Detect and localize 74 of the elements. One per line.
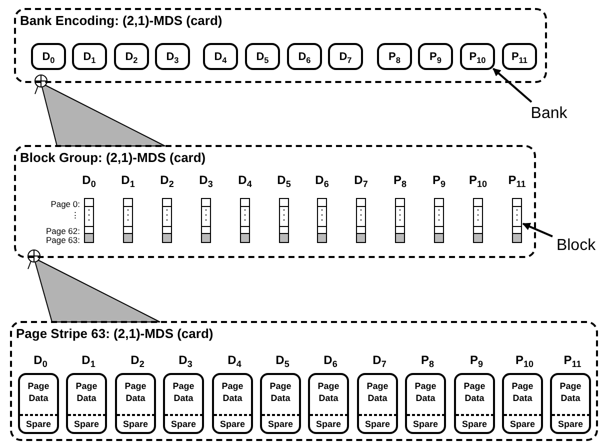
column-header: D$_{0}$ [32, 353, 48, 367]
bank-box: D$_{2}$ [114, 43, 149, 70]
bank-box: P$_{8}$ [377, 43, 412, 70]
column-header: D$_{3}$ [198, 173, 214, 187]
column-header: P$_{8}$ [420, 353, 436, 367]
spare-text: Spare [218, 418, 246, 430]
spare-text: Spare [314, 418, 342, 430]
page-data-text: Page Data [366, 380, 390, 404]
bank-box: D$_{3}$ [155, 43, 190, 70]
row-label: Page 0: [50, 199, 80, 209]
spare-text: Spare [412, 418, 439, 430]
spare-text: Spare [24, 418, 52, 430]
column-header: P$_{9}$ [431, 173, 447, 187]
column-header: P$_{11}$ [507, 173, 527, 187]
bank-box: P$_{9}$ [418, 43, 453, 70]
column-header: P$_{10}$ [468, 173, 488, 187]
arrow [492, 68, 532, 103]
column-header: D$_{6}$ [322, 353, 338, 367]
column-header: D$_{0}$ [81, 173, 97, 187]
column-header: D$_{1}$ [120, 173, 136, 187]
spare-text: Spare [266, 418, 294, 430]
page-data-text: Page Data [26, 380, 50, 404]
spare-text: Spare [72, 418, 100, 430]
page-data-text: Page Data [558, 380, 582, 404]
page-data-text: Page Data [510, 380, 534, 404]
page-data-text: Page Data [172, 380, 196, 404]
column-header: P$_{8}$ [392, 173, 408, 187]
bank-box: P$_{11}$ [502, 43, 537, 70]
spare-text: Spare [364, 418, 391, 430]
group-frame [14, 8, 547, 83]
column-header: D$_{4}$ [226, 353, 242, 367]
page-data-text: Page Data [316, 380, 340, 404]
column-header: D$_{4}$ [237, 173, 253, 187]
column-header: D$_{3}$ [178, 353, 194, 367]
column-header: D$_{5}$ [274, 353, 290, 367]
bank-box: D$_{5}$ [245, 43, 280, 70]
column-header: D$_{2}$ [159, 173, 175, 187]
group-frame [10, 321, 598, 441]
column-header: D$_{7}$ [353, 173, 369, 187]
page-data-text: Page Data [462, 380, 486, 404]
group-title: Page Stripe 63: (2,1)-MDS (card) [16, 326, 214, 341]
bank-box: P$_{10}$ [460, 43, 495, 70]
group-title: Bank Encoding: (2,1)-MDS (card) [20, 13, 222, 28]
spare-text: Spare [508, 418, 536, 430]
column-header: D$_{7}$ [372, 353, 388, 367]
column-header: D$_{6}$ [314, 173, 330, 187]
bank-box: D$_{4}$ [203, 43, 238, 70]
group-frame [14, 145, 536, 258]
column-header: P$_{10}$ [514, 353, 535, 367]
bank-box: D$_{7}$ [328, 43, 363, 70]
group-title: Block Group: (2,1)-MDS (card) [20, 150, 206, 165]
bank-box: D$_{1}$ [72, 43, 107, 70]
row-label: Page 62: [44, 226, 80, 236]
row-label: ⋮ [70, 210, 80, 220]
arrow [522, 222, 553, 238]
row-label: Page 63: [44, 235, 80, 245]
spare-text: Spare [122, 418, 149, 430]
bank-box: D$_{0}$ [31, 43, 66, 70]
page-data-text: Page Data [268, 380, 292, 404]
bank-box: D$_{6}$ [287, 43, 322, 70]
spare-text: Spare [170, 418, 197, 430]
page-data-text: Page Data [220, 380, 244, 404]
column-header: P$_{9}$ [468, 353, 484, 367]
page-data-text: Page Data [124, 380, 148, 404]
column-header: P$_{11}$ [562, 353, 582, 367]
callout-text: Block [551, 234, 601, 258]
page-data-text: Page Data [74, 380, 98, 404]
column-header: D$_{2}$ [130, 353, 146, 367]
callout-text: Bank [524, 102, 574, 126]
column-header: D$_{1}$ [80, 353, 96, 367]
page-data-text: Page Data [414, 380, 438, 404]
column-header: D$_{5}$ [276, 173, 292, 187]
spare-text: Spare [556, 418, 584, 430]
spare-text: Spare [460, 418, 488, 430]
